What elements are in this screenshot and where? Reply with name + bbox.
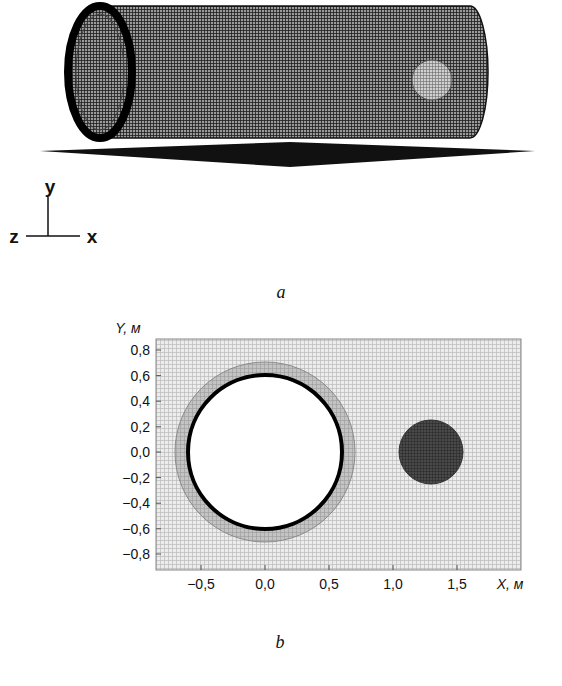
tick-label: −0,5 — [187, 577, 215, 591]
tick-label: 0,0 — [255, 577, 274, 591]
cross-section-plot — [156, 339, 521, 570]
ground-plane — [40, 142, 535, 167]
axis-title: X, м — [497, 577, 524, 591]
tick-label: 0,4 — [131, 394, 150, 408]
panel-letter: b — [276, 633, 285, 651]
tick-label: 1,0 — [383, 577, 402, 591]
tick-label: 0,8 — [131, 343, 150, 357]
panel-letter: a — [277, 283, 286, 301]
tick-label: −0,2 — [122, 471, 150, 485]
tick-label: −0,6 — [122, 522, 150, 536]
tick-label: 1,5 — [447, 577, 466, 591]
axis-letter: z — [9, 227, 19, 246]
sphere-mesh — [412, 60, 452, 100]
tick-label: 0,2 — [131, 420, 150, 434]
tick-label: 0,0 — [131, 445, 150, 459]
tick-label: −0,4 — [122, 496, 150, 510]
tick-label: 0,5 — [319, 577, 338, 591]
tick-label: −0,8 — [122, 547, 150, 561]
axis-letter: x — [87, 227, 98, 246]
coordinate-axes — [26, 197, 80, 236]
tick-label: 0,6 — [131, 369, 150, 383]
axis-letter: y — [45, 177, 56, 196]
pipe-mesh — [68, 6, 488, 138]
axis-title: Y, м — [115, 321, 140, 335]
